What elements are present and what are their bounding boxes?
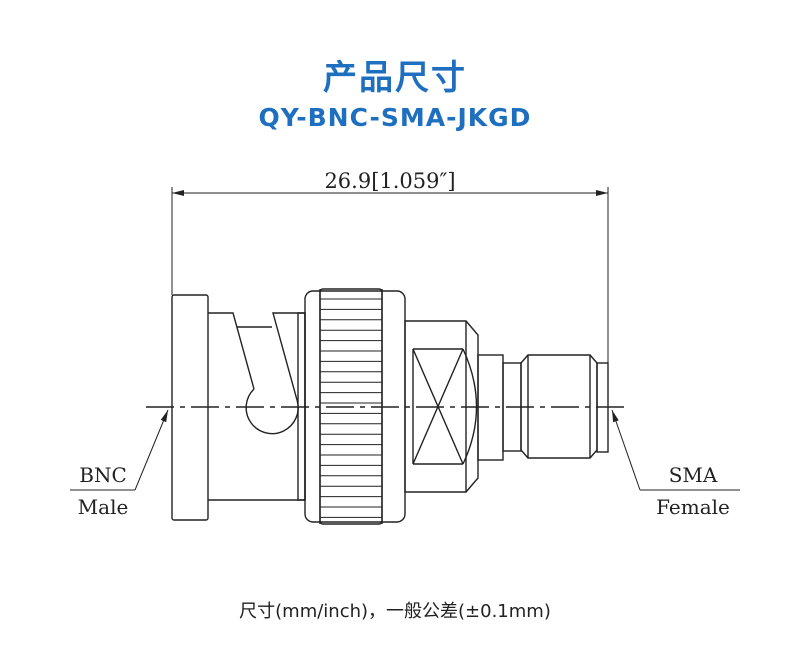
overall-dimension: 26.9[1.059″] xyxy=(171,169,609,363)
sma-label-type: SMA xyxy=(669,463,718,487)
footer-note: 尺寸(mm/inch)，一般公差(±0.1mm) xyxy=(239,601,551,622)
sma-label: SMA Female xyxy=(611,409,740,519)
bnc-label: BNC Male xyxy=(70,409,169,519)
model-number: QY-BNC-SMA-JKGD xyxy=(258,103,532,132)
bnc-label-type: BNC xyxy=(79,463,127,487)
page-title: 产品尺寸 xyxy=(323,58,467,98)
bnc-label-gender: Male xyxy=(78,495,129,519)
dimension-text: 26.9[1.059″] xyxy=(324,169,455,193)
sma-label-gender: Female xyxy=(656,495,730,519)
